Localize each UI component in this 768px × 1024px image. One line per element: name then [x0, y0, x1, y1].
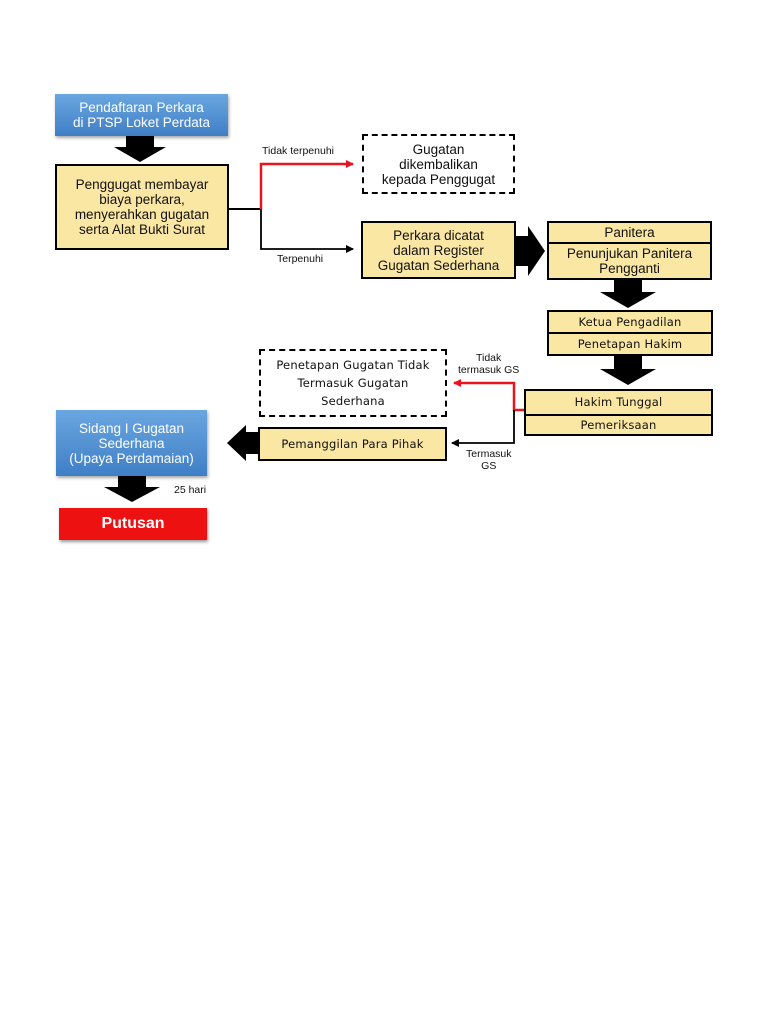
connector-terpenuhi — [260, 209, 354, 253]
panitera-title: Panitera — [549, 223, 710, 244]
block-arrow-down-4 — [104, 476, 160, 502]
block-arrow-left-1 — [227, 425, 258, 461]
label-terpenuhi: Terpenuhi — [277, 253, 324, 265]
node-penggugat: Penggugat membayar biaya perkara, menyer… — [55, 164, 229, 250]
node-panitera: Panitera Penunjukan Panitera Pengganti — [547, 221, 712, 280]
label-tidak-termasuk-gs: Tidak termasuk GS — [458, 352, 520, 376]
node-putusan: Putusan — [59, 508, 207, 540]
label-25-hari: 25 hari — [174, 484, 207, 496]
node-ketua-pengadilan: Ketua Pengadilan Penetapan Hakim — [547, 310, 713, 356]
label-tidak-terpenuhi: Tidak terpenuhi — [262, 145, 334, 157]
ketua-body: Penetapan Hakim — [577, 336, 683, 351]
node-perkara-dicatat: Perkara dicatat dalam Register Gugatan S… — [361, 221, 516, 279]
connector-termasuk-gs — [451, 410, 515, 447]
ketua-title: Ketua Pengadilan — [549, 312, 711, 334]
node-penetapan-tidak-termasuk: Penetapan Gugatan Tidak Termasuk Gugatan… — [259, 349, 447, 417]
node-pendaftaran: Pendaftaran Perkara di PTSP Loket Perdat… — [55, 94, 228, 136]
block-arrow-right-1 — [516, 226, 545, 276]
hakim-body: Pemeriksaan — [580, 417, 657, 432]
block-arrow-down-1 — [114, 136, 166, 162]
block-arrow-down-2 — [600, 280, 656, 308]
node-pemanggilan: Pemanggilan Para Pihak — [258, 427, 447, 461]
label-termasuk-gs: Termasuk GS — [466, 448, 512, 472]
node-gugatan-dikembalikan: Gugatan dikembalikan kepada Penggugat — [362, 134, 515, 194]
connector-tidak-termasuk-gs — [453, 379, 524, 412]
node-sidang: Sidang I Gugatan Sederhana (Upaya Perdam… — [56, 410, 207, 476]
block-arrow-down-3 — [600, 356, 656, 385]
panitera-body: Penunjukan Panitera Pengganti — [566, 246, 693, 276]
hakim-title: Hakim Tunggal — [526, 391, 711, 416]
node-hakim-tunggal: Hakim Tunggal Pemeriksaan — [524, 389, 713, 436]
connector-tidak-terpenuhi — [259, 160, 354, 209]
